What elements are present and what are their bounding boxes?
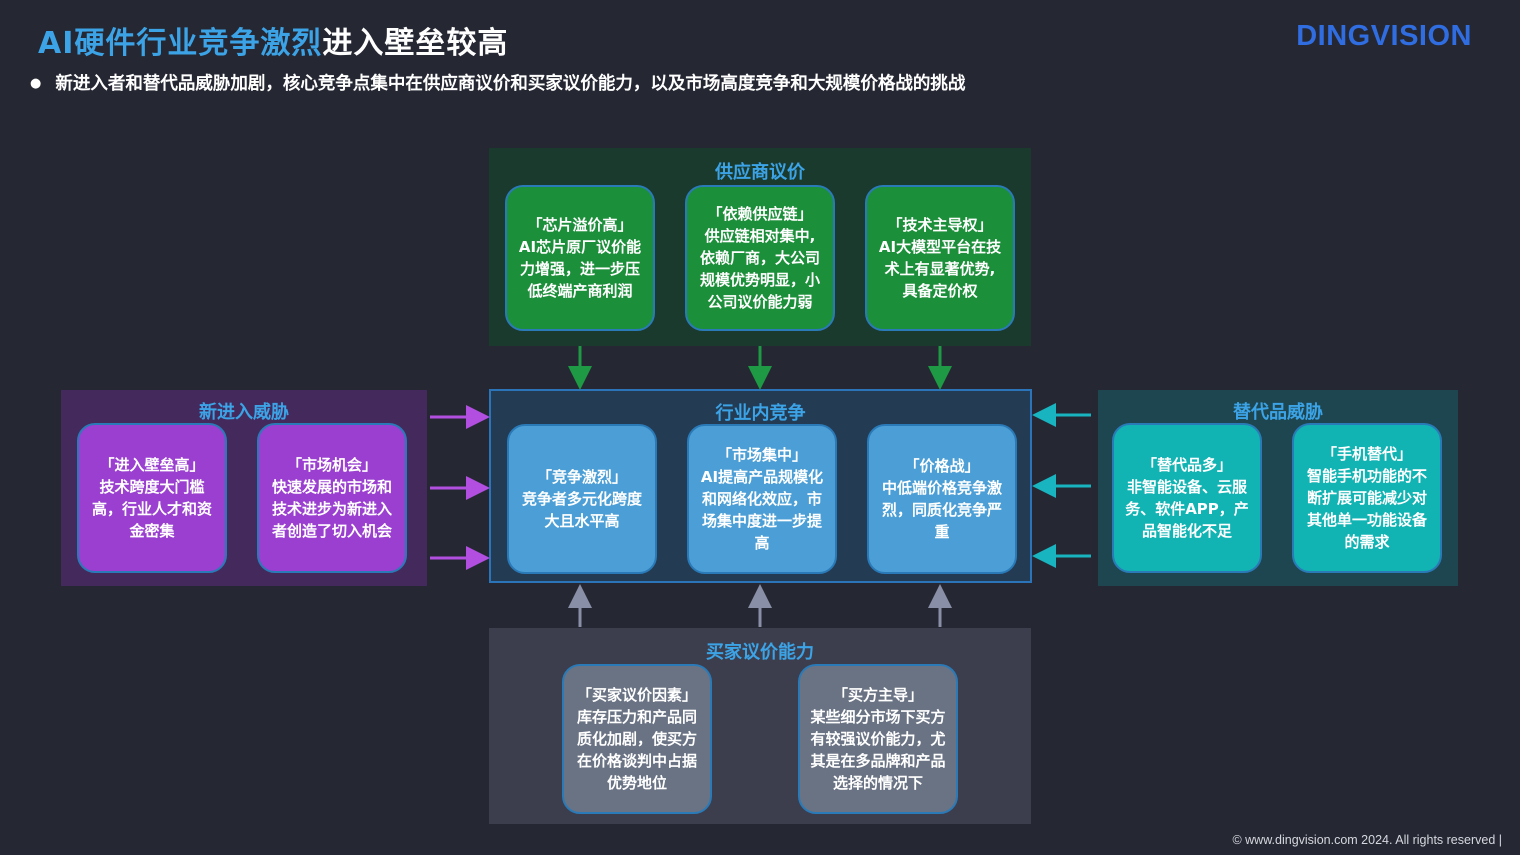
card-text-line: 公司议价能力弱 — [707, 293, 813, 311]
subtitle-text: 新进入者和替代品威胁加剧，核心竞争点集中在供应商议价和买家议价能力，以及市场高度… — [55, 74, 966, 94]
card-text-line: 技术进步为新进入 — [271, 500, 392, 518]
card-text-line: 断扩展可能减少对 — [1306, 489, 1427, 507]
industry-panel: 行业内竞争 「竞争激烈」竞争者多元化跨度大且水平高 「市场集中」 AI提高产品规模… — [489, 389, 1032, 583]
card-heading: 「买方主导」 — [832, 686, 923, 704]
card-text-line: 高，行业人才和资 — [91, 500, 212, 518]
card-text-line: 其是在多品牌和产品 — [810, 752, 946, 770]
card-text-line: 供应链相对集中, — [704, 227, 816, 245]
card-text-line: 者创造了切入机会 — [271, 522, 392, 540]
buyer-panel-title: 买家议价能力 — [706, 642, 814, 663]
industry-panel-title: 行业内竞争 — [715, 403, 806, 424]
industry-card: 「价格战」中低端价格竞争激烈，同质化竞争严重 — [867, 424, 1017, 574]
card-text-line: 在价格谈判中占据 — [576, 752, 697, 770]
card-text-line: AI提高产品规模化 — [700, 468, 824, 486]
card-text-line: 金密集 — [129, 522, 175, 540]
title-highlight: AI硬件行业竞争激烈 — [38, 26, 323, 61]
card-text-line: 重 — [934, 523, 950, 541]
card-heading: 「芯片溢价高」 — [527, 216, 633, 234]
card-heading: 「买家议价因素」 — [576, 686, 697, 704]
card-heading: 「手机替代」 — [1321, 445, 1412, 463]
substitute-card: 「手机替代」智能手机功能的不断扩展可能减少对其他单一功能设备的需求 — [1292, 423, 1442, 573]
card-text-line: 低终端产商利润 — [527, 282, 633, 300]
card-text-line: 依赖厂商，大公司 — [699, 249, 820, 267]
new-entrant-panel: 新进入威胁 「进入壁垒高」技术跨度大门槛高，行业人才和资金密集 「市场机会」快速… — [61, 390, 427, 586]
card-text-line: 其他单一功能设备 — [1306, 511, 1427, 529]
copyright-footer: © www.dingvision.com 2024. All rights re… — [1232, 833, 1502, 847]
buyer-card: 「买方主导」某些细分市场下买方有较强议价能力，尤其是在多品牌和产品选择的情况下 — [798, 664, 958, 814]
card-heading: 「价格战」 — [904, 457, 980, 475]
supplier-panel: 供应商议价 「芯片溢价高」 AI芯片原厂议价能力增强，进一步压低终端产商利润 「依… — [489, 148, 1031, 346]
card-text-line: 优势地位 — [606, 774, 667, 792]
card-heading: 「市场机会」 — [286, 456, 377, 474]
subtitle: ● 新进入者和替代品威胁加剧，核心竞争点集中在供应商议价和买家议价能力，以及市场高… — [30, 70, 965, 95]
card-text-line: 选择的情况下 — [832, 774, 923, 792]
card-text-line: 快速发展的市场和 — [271, 478, 392, 496]
card-text-line: 的需求 — [1344, 533, 1390, 551]
supplier-card: 「依赖供应链」供应链相对集中, 依赖厂商，大公司规模优势明显，小公司议价能力弱 — [685, 185, 835, 331]
card-text-line: 智能手机功能的不 — [1306, 467, 1427, 485]
card-text-line: AI大模型平台在技 — [878, 238, 1002, 256]
supplier-card: 「技术主导权」 AI大模型平台在技术上有显著优势, 具备定价权 — [865, 185, 1015, 331]
industry-card: 「竞争激烈」竞争者多元化跨度大且水平高 — [507, 424, 657, 574]
substitute-panel: 替代品威胁 「替代品多」非智能设备、云服务、软件APP，产品智能化不足 「手机替… — [1098, 390, 1458, 586]
substitute-panel-title: 替代品威胁 — [1233, 402, 1323, 423]
supplier-card: 「芯片溢价高」 AI芯片原厂议价能力增强，进一步压低终端产商利润 — [505, 185, 655, 331]
card-heading: 「替代品多」 — [1141, 456, 1232, 474]
card-text-line: 质化加剧，使买方 — [576, 730, 697, 748]
buyer-panel: 买家议价能力 「买家议价因素」库存压力和产品同质化加剧，使买方在价格谈判中占据优… — [489, 628, 1031, 824]
brand-logo: DINGVISION — [1296, 20, 1472, 52]
page-title: AI硬件行业竞争激烈进入壁垒较高 — [38, 18, 508, 62]
card-text-line: 力增强，进一步压 — [519, 260, 640, 278]
entrant-card: 「市场机会」快速发展的市场和技术进步为新进入者创造了切入机会 — [257, 423, 407, 573]
substitute-card: 「替代品多」非智能设备、云服务、软件APP，产品智能化不足 — [1112, 423, 1262, 573]
card-text-line: 品智能化不足 — [1141, 522, 1232, 540]
card-text-line: 大且水平高 — [544, 512, 620, 530]
card-text-line: 高 — [754, 534, 770, 552]
industry-card: 「市场集中」 AI提高产品规模化和网络化效应，市场集中度进一步提高 — [687, 424, 837, 574]
card-text-line: 规模优势明显，小 — [699, 271, 820, 289]
card-text-line: 竞争者多元化跨度 — [521, 490, 642, 508]
supplier-panel-title: 供应商议价 — [715, 162, 805, 183]
new-entrant-panel-title: 新进入威胁 — [199, 402, 289, 423]
bullet-icon: ● — [30, 76, 42, 91]
card-text-line: 场集中度进一步提 — [701, 512, 822, 530]
card-text-line: 烈，同质化竞争严 — [881, 501, 1002, 519]
card-heading: 「竞争激烈」 — [536, 468, 627, 486]
card-text-line: 中低端价格竞争激 — [881, 479, 1002, 497]
card-heading: 「进入壁垒高」 — [99, 456, 205, 474]
card-text-line: 某些细分市场下买方 — [810, 708, 946, 726]
buyer-card: 「买家议价因素」库存压力和产品同质化加剧，使买方在价格谈判中占据优势地位 — [562, 664, 712, 814]
title-rest: 进入壁垒较高 — [322, 26, 509, 61]
card-text-line: 有较强议价能力，尤 — [810, 730, 946, 748]
card-heading: 「市场集中」 — [716, 446, 807, 464]
card-text-line: 技术跨度大门槛 — [99, 478, 205, 496]
card-text-line: 和网络化效应，市 — [701, 490, 822, 508]
card-text-line: AI芯片原厂议价能 — [518, 238, 642, 256]
card-text-line: 非智能设备、云服 — [1126, 478, 1247, 496]
card-text-line: 库存压力和产品同 — [576, 708, 697, 726]
card-heading: 「依赖供应链」 — [707, 205, 813, 223]
card-text-line: 务、软件APP，产 — [1125, 500, 1249, 518]
card-text-line: 具备定价权 — [902, 282, 978, 300]
entrant-card: 「进入壁垒高」技术跨度大门槛高，行业人才和资金密集 — [77, 423, 227, 573]
card-heading: 「技术主导权」 — [887, 216, 993, 234]
card-text-line: 术上有显著优势, — [884, 260, 996, 278]
